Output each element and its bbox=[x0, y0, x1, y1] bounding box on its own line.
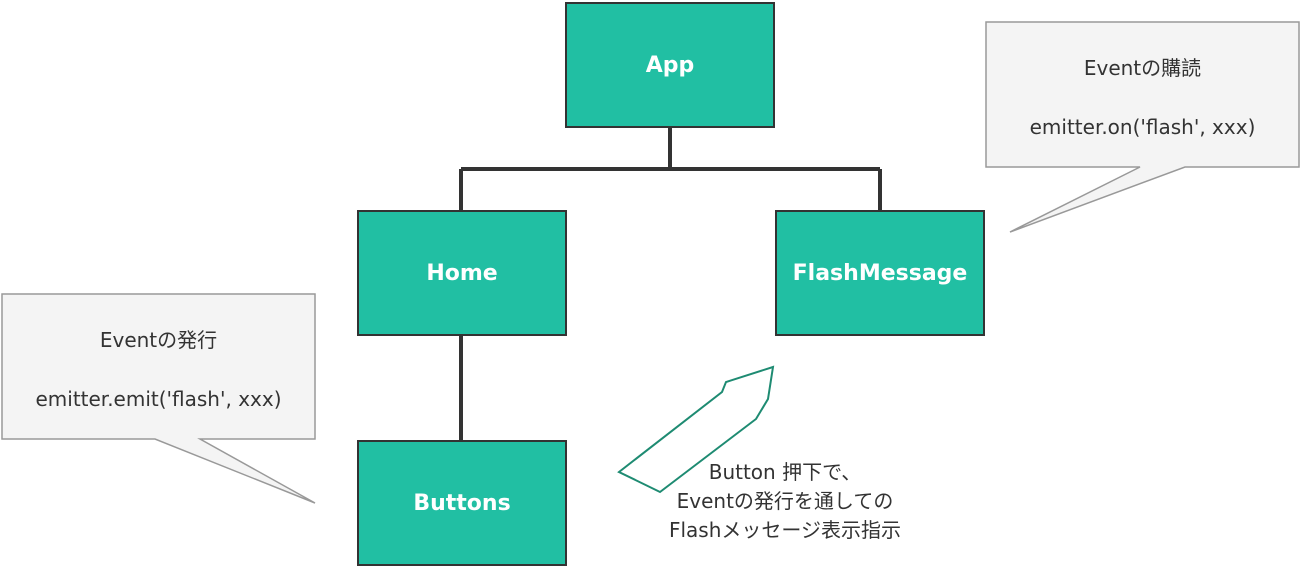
caption: Button 押下で、 Eventの発行を通しての Flashメッセージ表示指示 bbox=[590, 458, 980, 545]
caption-line-2: Eventの発行を通しての bbox=[676, 489, 894, 513]
caption-line-1: Button 押下で、 bbox=[708, 460, 862, 484]
node-buttons: Buttons bbox=[357, 440, 567, 566]
connectors bbox=[459, 127, 882, 440]
node-home: Home bbox=[357, 210, 567, 336]
callout-emit-title: Eventの発行 bbox=[99, 328, 218, 352]
callout-subscribe-code: emitter.on('flash', xxx) bbox=[1029, 115, 1256, 139]
connector-app-children bbox=[459, 127, 882, 210]
caption-line-3: Flashメッセージ表示指示 bbox=[668, 518, 901, 542]
event-flow-arrow bbox=[617, 365, 775, 494]
callout-emit-bubble bbox=[1, 293, 316, 504]
node-flash-message: FlashMessage bbox=[775, 210, 985, 336]
callout-emit-code: emitter.emit('flash', xxx) bbox=[35, 387, 282, 411]
callout-subscribe-title: Eventの購読 bbox=[1083, 56, 1202, 80]
callout-subscribe-bubble bbox=[985, 21, 1300, 233]
node-app: App bbox=[565, 2, 775, 128]
